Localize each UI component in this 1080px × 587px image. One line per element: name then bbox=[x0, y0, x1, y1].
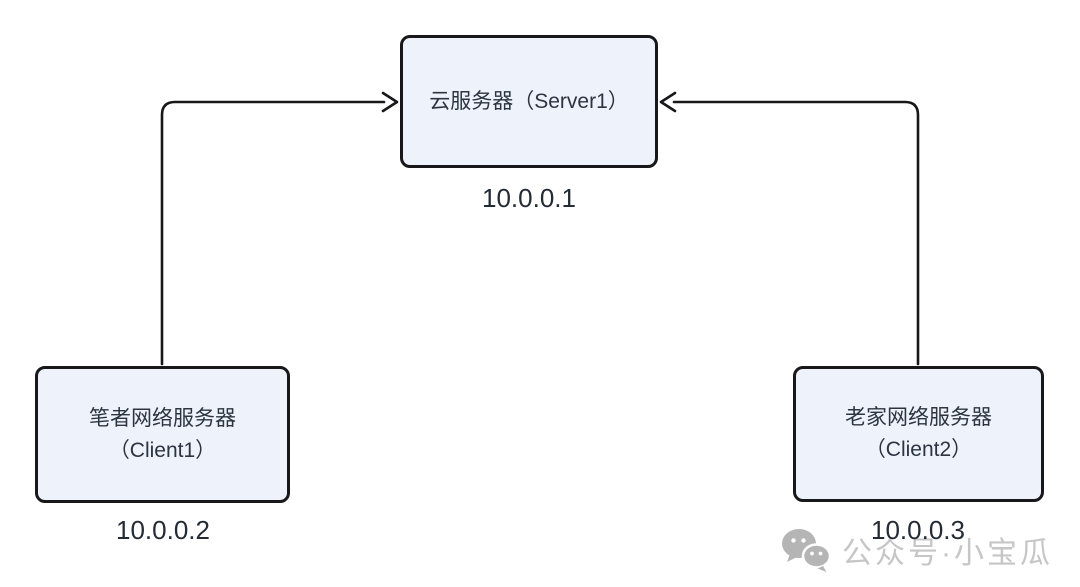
node-client2: 老家网络服务器 （Client2） bbox=[793, 366, 1044, 502]
arrowhead-left-icon bbox=[659, 91, 677, 113]
edge-client2-to-server1 bbox=[659, 91, 920, 366]
node-server1: 云服务器（Server1） bbox=[400, 35, 658, 168]
node-client1-label-line2: （Client1） bbox=[108, 438, 217, 462]
node-server1-label: 云服务器（Server1） bbox=[429, 89, 629, 113]
ip-label-server1: 10.0.0.1 bbox=[482, 183, 576, 213]
node-client2-label-line2: （Client2） bbox=[864, 438, 973, 461]
edge-client1-to-server1 bbox=[160, 91, 399, 366]
node-client2-label-line1: 老家网络服务器 bbox=[845, 406, 992, 429]
watermark: 公众号·小宝瓜 bbox=[780, 527, 1053, 573]
node-client1: 笔者网络服务器 （Client1） bbox=[35, 366, 290, 503]
wechat-icon bbox=[782, 529, 832, 572]
ip-label-client1: 10.0.0.2 bbox=[116, 515, 210, 545]
ip-label-client2: 10.0.0.3 bbox=[871, 515, 965, 545]
arrowhead-right-icon bbox=[381, 91, 399, 113]
watermark-text: 公众号·小宝瓜 bbox=[842, 537, 1053, 570]
node-client1-label-line1: 笔者网络服务器 bbox=[89, 406, 236, 430]
